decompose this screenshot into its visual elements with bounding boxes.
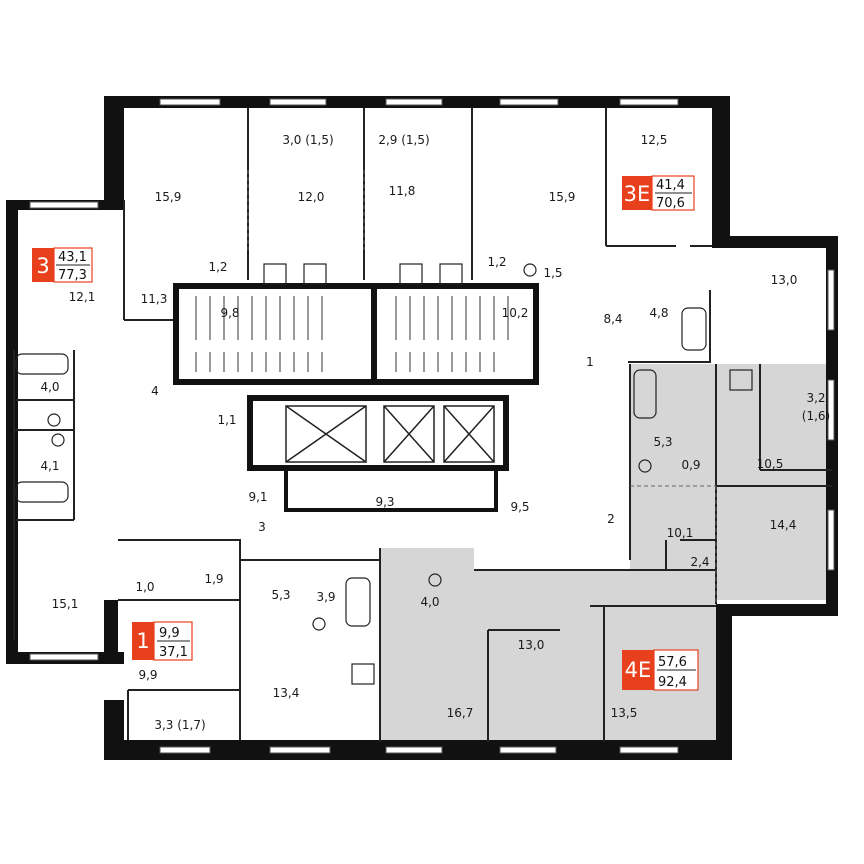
room-label: 16,7 <box>447 706 474 720</box>
badge-total-area: 77,3 <box>58 268 87 283</box>
room-label: (1,6) <box>802 409 830 423</box>
room-label: 10,1 <box>667 526 694 540</box>
room-label: 9,5 <box>510 500 529 514</box>
room-label: 5,3 <box>653 435 672 449</box>
badge-type: 4E <box>625 658 652 682</box>
fixtures <box>15 263 753 685</box>
room-label: 3,0 (1,5) <box>282 133 333 147</box>
room-label: 1,5 <box>543 266 562 280</box>
room-label: 15,1 <box>52 597 79 611</box>
room-label: 4,0 <box>40 380 59 394</box>
room-label: 9,8 <box>220 306 239 320</box>
badge-apartment-3e: 3E 41,4 70,6 <box>622 175 695 211</box>
windows <box>29 98 835 754</box>
badge-apartment-4e: 4E 57,6 92,4 <box>622 649 699 691</box>
room-label: 15,9 <box>155 190 182 204</box>
badge-type-box <box>622 176 652 210</box>
badge-type-box <box>132 622 154 660</box>
badge-living-area: 43,1 <box>58 250 87 265</box>
room-label: 9,1 <box>248 490 267 504</box>
room-label: 10,5 <box>757 457 784 471</box>
room-label: 1,9 <box>204 572 223 586</box>
room-label: 0,9 <box>681 458 700 472</box>
room-label: 12,0 <box>298 190 325 204</box>
dashed-zones <box>247 170 717 604</box>
room-label: 11,3 <box>141 292 168 306</box>
badge-apartment-3: 3 43,1 77,3 <box>32 247 93 283</box>
badge-total-area: 92,4 <box>658 675 687 690</box>
badge-type: 1 <box>136 629 149 653</box>
room-label: 1,2 <box>208 260 227 274</box>
room-label: 11,8 <box>389 184 416 198</box>
room-label: 15,9 <box>549 190 576 204</box>
badge-total-area: 70,6 <box>656 196 685 211</box>
room-label: 2,9 (1,5) <box>378 133 429 147</box>
badge-type-box <box>622 650 654 690</box>
badge-total-area: 37,1 <box>159 645 188 660</box>
badge-type: 3 <box>36 254 49 278</box>
badge-living-area: 57,6 <box>658 655 687 670</box>
room-label: 3 <box>258 520 266 534</box>
room-label: 1,0 <box>135 580 154 594</box>
apartment-4e-highlight <box>380 364 832 742</box>
room-label: 14,4 <box>770 518 797 532</box>
room-label: 1,1 <box>217 413 236 427</box>
room-label: 4,0 <box>420 595 439 609</box>
badge-living-area: 9,9 <box>159 626 180 641</box>
room-label: 4,8 <box>649 306 668 320</box>
room-label: 5,3 <box>271 588 290 602</box>
room-label: 2 <box>607 512 615 526</box>
badge-type: 3E <box>624 182 651 206</box>
room-label: 12,1 <box>69 290 96 304</box>
room-label: 13,0 <box>771 273 798 287</box>
room-label: 1,2 <box>487 255 506 269</box>
room-label: 8,4 <box>603 312 622 326</box>
room-label: 4,1 <box>40 459 59 473</box>
room-label: 3,2 <box>806 391 825 405</box>
room-label: 4 <box>151 384 159 398</box>
badge-type-box <box>32 248 54 282</box>
room-label: 1 <box>586 355 594 369</box>
room-label: 2,4 <box>690 555 709 569</box>
room-label: 10,2 <box>502 306 529 320</box>
room-label: 13,0 <box>518 638 545 652</box>
room-label: 3,9 <box>316 590 335 604</box>
building-core <box>173 283 539 512</box>
room-label: 9,3 <box>375 495 394 509</box>
badge-living-area: 41,4 <box>656 178 685 193</box>
room-label: 13,4 <box>273 686 300 700</box>
room-label: 13,5 <box>611 706 638 720</box>
badge-apartment-1: 1 9,9 37,1 <box>132 621 193 661</box>
room-label: 9,9 <box>138 668 157 682</box>
room-labels: 15,9 3,0 (1,5) 2,9 (1,5) 12,5 12,0 11,8 … <box>40 133 830 732</box>
room-label: 12,5 <box>641 133 668 147</box>
room-label: 3,3 (1,7) <box>154 718 205 732</box>
